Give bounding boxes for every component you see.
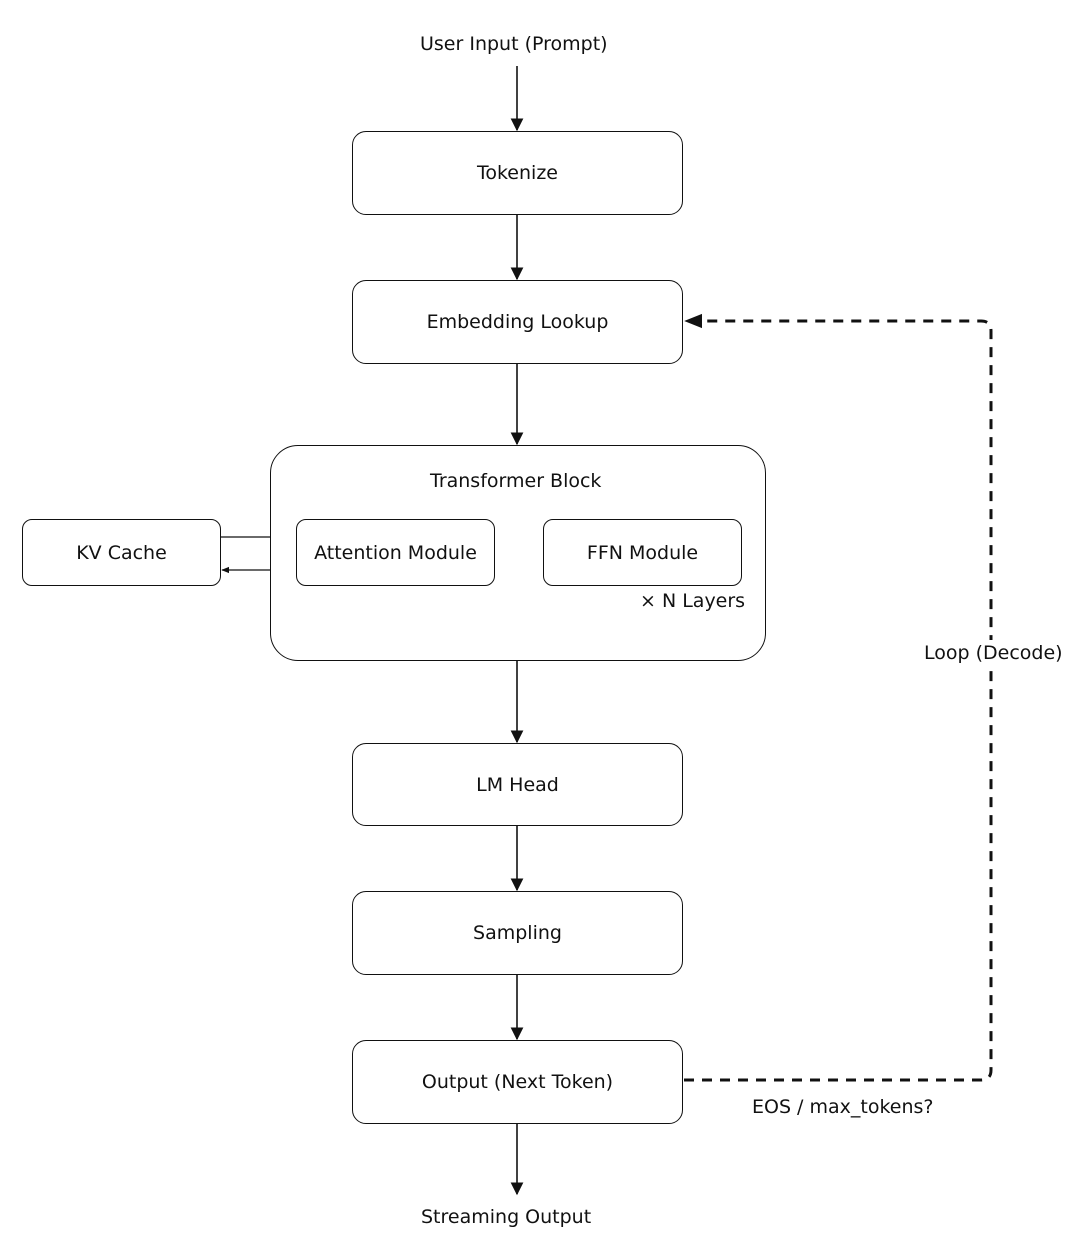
- lm-head-node: LM Head: [352, 743, 683, 826]
- layers-label: × N Layers: [640, 590, 746, 612]
- edge-decode-loop: [684, 313, 993, 1082]
- loop-condition-label: EOS / max_tokens?: [752, 1096, 934, 1118]
- output-label: Streaming Output: [421, 1206, 592, 1228]
- loop-label: Loop (Decode): [923, 640, 1064, 666]
- kv-cache-node: KV Cache: [22, 519, 221, 586]
- output-node: Output (Next Token): [352, 1040, 683, 1124]
- sampling-node: Sampling: [352, 891, 683, 975]
- tokenize-node: Tokenize: [352, 131, 683, 215]
- embedding-node: Embedding Lookup: [352, 280, 683, 364]
- input-label: User Input (Prompt): [420, 33, 608, 55]
- transformer-title: Transformer Block: [430, 470, 602, 492]
- ffn-module-node: FFN Module: [543, 519, 742, 586]
- attention-module-node: Attention Module: [296, 519, 495, 586]
